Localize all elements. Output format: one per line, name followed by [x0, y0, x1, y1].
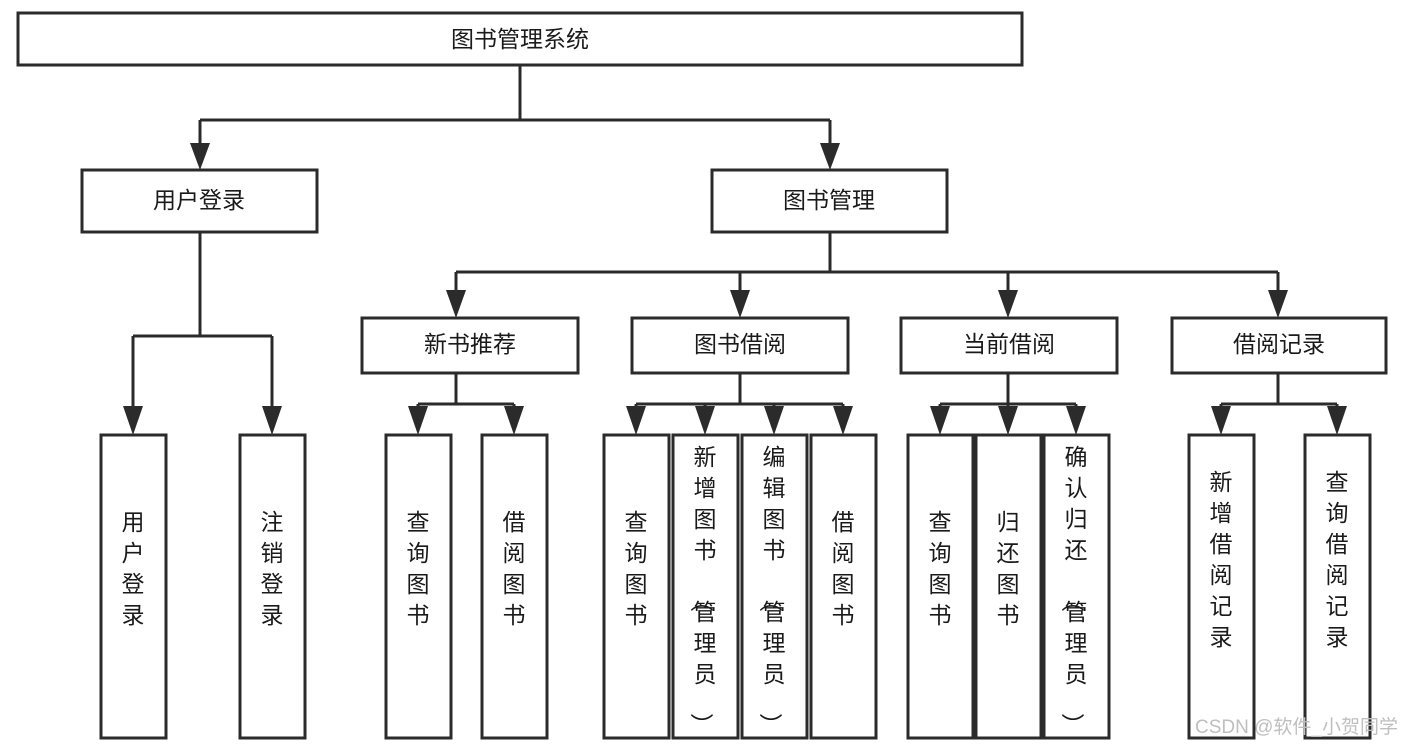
arrow-head-leaf-add-book — [695, 406, 715, 435]
node-leaf-borrow-book-1-label: 借阅图书 — [503, 509, 526, 628]
node-leaf-query-book-2-label: 查询图书 — [625, 509, 648, 628]
node-leaf-add-record-label: 新增借阅记录 — [1210, 469, 1233, 650]
node-leaf-borrow-book-1-box[interactable] — [480, 433, 549, 740]
node-leaf-confirm-return-label: 确认归还（管理员） — [1060, 444, 1088, 736]
node-book-manage[interactable]: 图书管理 — [710, 168, 949, 234]
node-leaf-query-book-3[interactable]: 查询图书 — [906, 433, 975, 740]
node-leaf-return-book[interactable]: 归还图书 — [974, 433, 1043, 740]
arrow-head-leaf-user-login — [123, 406, 143, 435]
node-leaf-borrow-book-2[interactable]: 借阅图书 — [809, 433, 878, 740]
node-leaf-add-record-box[interactable] — [1187, 433, 1256, 740]
node-leaf-user-login[interactable]: 用户登录 — [99, 433, 168, 740]
arrow-head-book-borrow — [730, 290, 750, 318]
node-leaf-edit-book-box[interactable] — [740, 433, 809, 740]
node-new-book-rec-box[interactable] — [360, 316, 580, 375]
arrow-head-leaf-edit-book — [764, 406, 784, 435]
node-current-borrow-label: 当前借阅 — [963, 331, 1055, 357]
node-leaf-user-login-label: 用户登录 — [122, 509, 145, 628]
arrow-head-leaf-add-record — [1211, 406, 1231, 435]
node-leaf-query-book-2-box[interactable] — [602, 433, 671, 740]
node-leaf-query-book-1-box[interactable] — [384, 433, 453, 740]
connector-group-current-borrow — [930, 373, 1086, 435]
node-leaf-edit-book[interactable]: 编辑图书（管理员） — [740, 433, 809, 740]
node-current-borrow[interactable]: 当前借阅 — [899, 316, 1119, 375]
node-leaf-query-book-3-label: 查询图书 — [929, 509, 952, 628]
node-leaf-query-book-1[interactable]: 查询图书 — [384, 433, 453, 740]
node-leaf-add-record[interactable]: 新增借阅记录 — [1187, 433, 1256, 740]
node-leaf-add-book[interactable]: 新增图书（管理员） — [671, 433, 740, 740]
node-root[interactable]: 图书管理系统 — [16, 11, 1024, 67]
node-leaf-return-book-box[interactable] — [974, 433, 1043, 740]
node-leaf-edit-book-label: 编辑图书（管理员） — [758, 444, 786, 736]
connector-group-new-book-rec — [408, 373, 524, 435]
node-book-manage-label: 图书管理 — [783, 187, 875, 213]
node-book-manage-box[interactable] — [710, 168, 949, 234]
node-leaf-query-record-box[interactable] — [1303, 433, 1372, 740]
node-borrow-record[interactable]: 借阅记录 — [1170, 316, 1388, 375]
node-leaf-add-book-box[interactable] — [671, 433, 740, 740]
node-book-borrow[interactable]: 图书借阅 — [630, 316, 850, 375]
arrow-head-current-borrow — [998, 290, 1018, 318]
node-leaf-query-book-3-box[interactable] — [906, 433, 975, 740]
arrow-head-borrow-record — [1268, 290, 1288, 318]
node-leaf-logout-label: 注销登录 — [261, 509, 284, 628]
node-borrow-record-box[interactable] — [1170, 316, 1388, 375]
node-leaf-logout-box[interactable] — [238, 433, 307, 740]
arrow-head-leaf-query-book-2 — [626, 406, 646, 435]
arrow-head-new-book-rec — [446, 290, 466, 318]
node-user-login-label: 用户登录 — [153, 187, 245, 213]
node-root-label: 图书管理系统 — [451, 26, 589, 52]
node-leaf-confirm-return-box[interactable] — [1042, 433, 1111, 740]
connector-group-root — [190, 65, 840, 170]
arrow-head-leaf-borrow-book-1 — [504, 406, 524, 435]
node-leaf-query-record[interactable]: 查询借阅记录 — [1303, 433, 1372, 740]
node-user-login-box[interactable] — [80, 168, 319, 234]
arrow-head-leaf-confirm-return — [1066, 406, 1086, 435]
node-leaf-add-book-label: 新增图书（管理员） — [689, 444, 717, 736]
node-leaf-logout[interactable]: 注销登录 — [238, 433, 307, 740]
node-current-borrow-box[interactable] — [899, 316, 1119, 375]
arrow-head-leaf-query-record — [1327, 406, 1347, 435]
node-book-borrow-box[interactable] — [630, 316, 850, 375]
connector-group-borrow-record — [1211, 373, 1347, 435]
arrow-head-leaf-query-book-1 — [408, 406, 428, 435]
node-leaf-return-book-label: 归还图书 — [997, 509, 1020, 628]
node-leaf-query-book-2[interactable]: 查询图书 — [602, 433, 671, 740]
node-new-book-rec-label: 新书推荐 — [424, 331, 516, 357]
arrow-head-user-login — [190, 143, 210, 170]
connector-group-user-login — [123, 232, 282, 435]
node-user-login[interactable]: 用户登录 — [80, 168, 319, 234]
node-new-book-rec[interactable]: 新书推荐 — [360, 316, 580, 375]
node-leaf-user-login-box[interactable] — [99, 433, 168, 740]
arrow-head-book-manage — [820, 143, 840, 170]
connector-group-book-manage — [446, 232, 1288, 318]
node-borrow-record-label: 借阅记录 — [1233, 331, 1325, 357]
arrow-head-leaf-return-book — [998, 406, 1018, 435]
arrow-head-leaf-borrow-book-2 — [833, 406, 853, 435]
node-leaf-borrow-book-1[interactable]: 借阅图书 — [480, 433, 549, 740]
node-leaf-query-record-label: 查询借阅记录 — [1326, 469, 1349, 650]
arrow-head-leaf-logout — [262, 406, 282, 435]
node-leaf-borrow-book-2-box[interactable] — [809, 433, 878, 740]
node-leaf-confirm-return[interactable]: 确认归还（管理员） — [1042, 433, 1111, 740]
node-leaf-query-book-1-label: 查询图书 — [407, 509, 430, 628]
node-leaf-borrow-book-2-label: 借阅图书 — [832, 509, 855, 628]
node-root-box[interactable] — [16, 11, 1024, 67]
arrow-head-leaf-query-book-3 — [930, 406, 950, 435]
node-book-borrow-label: 图书借阅 — [694, 331, 786, 357]
connector-group-book-borrow — [626, 373, 853, 435]
watermark-label: CSDN @软件_小贺同学 — [1195, 716, 1398, 738]
